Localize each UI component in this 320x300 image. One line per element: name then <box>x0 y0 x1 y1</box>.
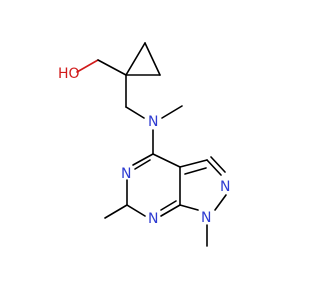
bond-ch2-amine <box>125 106 145 119</box>
hydroxyl-label: HO <box>58 66 80 82</box>
molecule-drawing: HO N N N N N <box>58 42 230 247</box>
pyrimidine-n1-label: N <box>148 211 158 227</box>
pyrazole-n2-label: N <box>220 179 230 195</box>
bond-cyclopropyl-1 <box>125 42 146 76</box>
bond-c3-n2 <box>206 159 222 176</box>
bond-n1-c7a-double <box>160 200 177 211</box>
bond-c3-c3a-double <box>184 167 207 175</box>
bond-o-ch2 <box>76 59 99 73</box>
bond-c4-n3 <box>132 153 154 166</box>
bond-c2-n1 <box>126 204 146 217</box>
amine-n-label: N <box>148 114 158 130</box>
bond-c3-n2-double <box>210 156 226 173</box>
bond-ch2-cyclopropyl <box>97 59 127 76</box>
bond-c3a-c4 <box>152 153 181 168</box>
pyrimidine-n3-label: N <box>121 166 131 182</box>
bond-n2-n1 <box>214 194 227 211</box>
bond-c2-methyl <box>104 204 128 219</box>
bond-c4-n3-double <box>134 159 151 170</box>
bond-n1-c7a <box>160 204 181 217</box>
bond-cyclopropyl-2 <box>144 42 161 76</box>
structure-canvas: HO N N N N N <box>58 42 231 247</box>
bond-n1-c7a-pyrazole <box>179 204 199 211</box>
bond-c3a-c3 <box>179 159 208 168</box>
pyrazole-n1-label: N <box>201 210 211 226</box>
bond-amine-methyl <box>161 105 183 119</box>
